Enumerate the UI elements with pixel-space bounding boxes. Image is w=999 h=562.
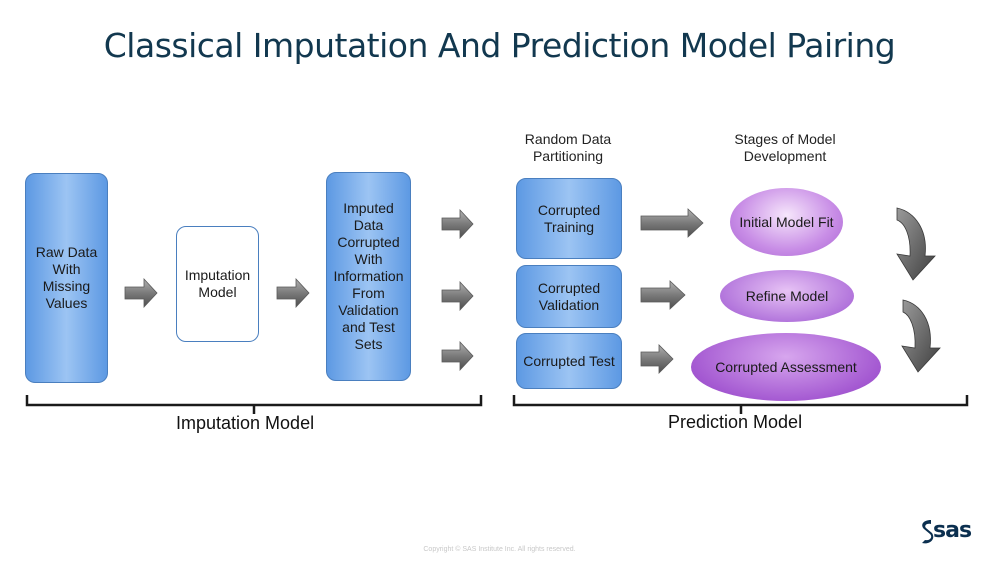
arrow-validation-to-refine-icon <box>640 280 686 310</box>
arrow-to-training-icon <box>441 208 474 240</box>
corrupted-validation-label: Corrupted Validation <box>537 279 601 313</box>
corrupted-assessment-label: Corrupted Assessment <box>715 358 857 375</box>
imputation-model-box: Imputation Model <box>176 226 259 342</box>
prediction-bracket <box>512 395 969 414</box>
imputation-bracket <box>25 395 483 414</box>
arrow-to-validation-icon <box>441 280 474 312</box>
copyright-footer: Copyright © SAS Institute Inc. All right… <box>423 546 576 553</box>
corrupted-test-label: Corrupted Test <box>523 352 615 369</box>
refine-model-ellipse: Refine Model <box>720 270 854 322</box>
random-data-partitioning-heading: Random Data Partitioning <box>524 131 612 164</box>
arrow-training-to-fit-icon <box>640 208 704 238</box>
curved-arrow-refine-to-assessment-icon <box>901 299 941 373</box>
curved-arrow-fit-to-refine-icon <box>896 207 936 281</box>
sas-logo-mark-icon <box>922 520 934 544</box>
refine-model-label: Refine Model <box>745 287 829 304</box>
prediction-model-bracket-label: Prediction Model <box>668 412 803 432</box>
corrupted-validation-box: Corrupted Validation <box>516 265 622 328</box>
raw-data-label: Raw Data With Missing Values <box>35 244 98 311</box>
arrow-test-to-assessment-icon <box>640 344 674 374</box>
imputation-model-bracket-label: Imputation Model <box>176 413 315 433</box>
page-title: Classical Imputation And Prediction Mode… <box>103 26 896 65</box>
stages-of-model-development-heading: Stages of Model Development <box>734 131 836 164</box>
initial-model-fit-label: Initial Model Fit <box>739 213 834 230</box>
imputed-data-label: Imputed Data Corrupted With Information … <box>333 200 404 352</box>
corrupted-training-box: Corrupted Training <box>516 178 622 259</box>
arrow-imputation-to-imputed-icon <box>276 277 310 309</box>
raw-data-box: Raw Data With Missing Values <box>25 173 108 383</box>
sas-logo-text: sas <box>933 518 972 543</box>
imputed-data-box: Imputed Data Corrupted With Information … <box>326 172 411 381</box>
arrow-raw-to-imputation-icon <box>124 277 158 309</box>
corrupted-test-box: Corrupted Test <box>516 333 622 389</box>
imputation-model-label: Imputation Model <box>184 267 251 300</box>
corrupted-training-label: Corrupted Training <box>537 201 601 235</box>
initial-model-fit-ellipse: Initial Model Fit <box>730 188 843 256</box>
corrupted-assessment-ellipse: Corrupted Assessment <box>691 333 881 401</box>
arrow-to-test-icon <box>441 340 474 372</box>
